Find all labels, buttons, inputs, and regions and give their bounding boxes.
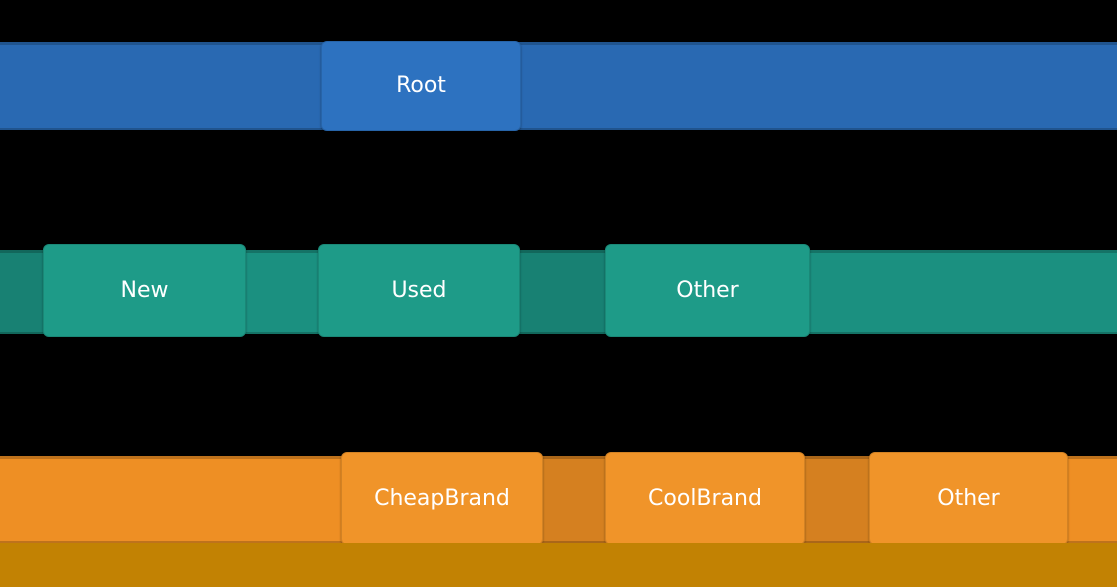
node-root-label: Root: [396, 73, 446, 98]
node-used-label: Used: [391, 277, 447, 303]
track-shade: [0, 250, 43, 334]
track-shade: [805, 456, 869, 543]
node-cheapbrand[interactable]: CheapBrand: [341, 452, 543, 545]
bottom-distribution-band: [0, 543, 1117, 587]
node-other-condition-label: Other: [676, 277, 739, 303]
node-new[interactable]: New: [43, 244, 246, 337]
node-other-condition[interactable]: Other: [605, 244, 810, 337]
node-other-brand-label: Other: [937, 485, 1000, 511]
track-shade: [543, 456, 605, 543]
node-other-brand[interactable]: Other: [869, 452, 1068, 545]
node-used[interactable]: Used: [318, 244, 520, 337]
node-cheapbrand-label: CheapBrand: [374, 485, 510, 511]
node-root[interactable]: Root: [321, 41, 521, 131]
node-coolbrand[interactable]: CoolBrand: [605, 452, 805, 545]
node-coolbrand-label: CoolBrand: [648, 485, 762, 511]
track-shade: [520, 250, 605, 334]
node-new-label: New: [120, 277, 169, 303]
level-1-track: [0, 42, 1117, 130]
